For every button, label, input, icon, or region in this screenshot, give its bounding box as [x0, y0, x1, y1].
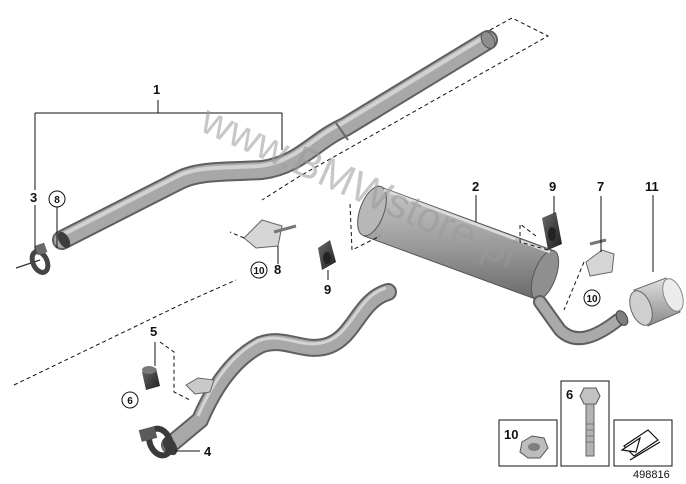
assembly-dashed-lines: [13, 17, 585, 401]
rubber-hanger-left[interactable]: [318, 240, 336, 270]
center-pipe[interactable]: [160, 283, 397, 458]
callout-3: 3: [30, 190, 37, 205]
svg-text:8: 8: [54, 195, 60, 206]
circled-callout-8: 8: [48, 190, 66, 208]
pipe-bracket[interactable]: [185, 377, 215, 395]
callout-7: 7: [597, 179, 604, 194]
svg-text:6: 6: [127, 396, 133, 407]
legend-bolt-box: 6: [560, 380, 610, 467]
svg-text:10: 10: [586, 294, 598, 305]
leader-lines: [34, 100, 654, 452]
hex-nut-icon: [519, 435, 549, 459]
rubber-mount-5[interactable]: [142, 366, 160, 390]
bracket-7[interactable]: [585, 238, 615, 277]
circled-callout-10-right: 10: [583, 289, 601, 307]
callout-11: 11: [645, 179, 659, 194]
legend-arrow-box: [613, 419, 673, 467]
tail-pipe[interactable]: [533, 295, 630, 346]
legend-nut-number: 10: [504, 427, 518, 442]
rubber-hanger-right[interactable]: [542, 212, 562, 250]
tailpipe-trim[interactable]: [625, 276, 686, 328]
circled-callout-10-left: 10: [250, 261, 268, 279]
pipe-clamp-4[interactable]: [138, 425, 175, 459]
callout-9-bottom: 9: [324, 282, 331, 297]
svg-text:10: 10: [253, 266, 265, 277]
bracket-8[interactable]: [243, 219, 297, 249]
circled-callout-6: 6: [121, 391, 139, 409]
pipe-clamp-3[interactable]: [15, 242, 51, 275]
callout-8: 8: [274, 262, 281, 277]
arrow-icon: [620, 429, 661, 461]
callout-5: 5: [150, 324, 157, 339]
reference-number: 498816: [633, 469, 670, 481]
callout-2: 2: [472, 179, 479, 194]
callout-9-top: 9: [549, 179, 556, 194]
callout-4: 4: [204, 444, 212, 459]
legend-nut-box: 10: [498, 419, 558, 467]
legend-bolt-number: 6: [566, 387, 573, 402]
callout-1: 1: [153, 82, 160, 97]
bolt-icon: [579, 387, 601, 457]
front-pipe[interactable]: [52, 29, 498, 250]
